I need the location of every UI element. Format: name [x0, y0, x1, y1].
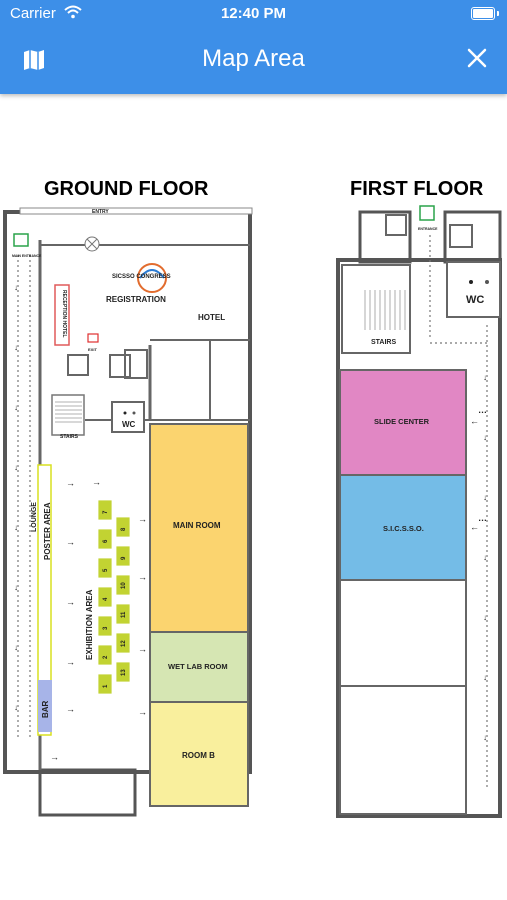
right-booth-label-9: 9: [121, 556, 127, 560]
left-booth-label-4: 4: [103, 597, 109, 601]
floor-plan-map[interactable]: ENTRY RECEPTION HOTEL EXIT STAIRS WC SIC…: [0, 200, 507, 825]
right-booth-label-8: 8: [121, 527, 127, 531]
ff-stairs-label: STAIRS: [371, 339, 396, 346]
room-b-label: ROOM B: [182, 751, 215, 760]
left-booth-1: [97, 673, 113, 695]
first-floor-title: FIRST FLOOR: [350, 178, 484, 200]
left-booth-label-5: 5: [103, 568, 109, 572]
first-floor-plan: ENTRANCE STAIRS WC SLIDE CENTER S.I.C.S.…: [336, 205, 502, 818]
svg-text:→: →: [66, 537, 75, 547]
svg-text:↓: ↓: [483, 673, 487, 682]
svg-text:↓: ↓: [14, 343, 18, 352]
booths-right: 8 9 10 11 12 13: [115, 516, 131, 683]
right-booth-8: [115, 516, 131, 538]
left-booth-label-7: 7: [103, 510, 109, 514]
right-booth-label-13: 13: [121, 669, 127, 676]
right-booth-label-11: 11: [121, 611, 127, 618]
svg-text:→: →: [138, 514, 147, 524]
entry-label: ENTRY: [92, 209, 109, 215]
svg-text:→: →: [66, 704, 75, 714]
svg-text:←: ←: [470, 522, 479, 532]
left-booth-7: [97, 499, 113, 521]
ff-wc-label: WC: [466, 294, 484, 306]
svg-text:→: →: [138, 644, 147, 654]
svg-text:→: →: [138, 572, 147, 582]
left-booth-5: [97, 557, 113, 579]
wet-lab-label: WET LAB ROOM: [168, 662, 228, 671]
battery-icon: [471, 7, 495, 20]
svg-text:←: ←: [470, 416, 479, 426]
poster-area-label: POSTER AREA: [43, 502, 52, 560]
hotel-label: HOTEL: [198, 313, 225, 322]
svg-text:→: →: [50, 752, 59, 762]
svg-text:→: →: [66, 597, 75, 607]
left-booth-label-3: 3: [103, 626, 109, 630]
wifi-icon: [64, 5, 82, 19]
close-icon[interactable]: [467, 48, 487, 68]
svg-text:…: …: [478, 513, 487, 523]
svg-text:↓: ↓: [14, 523, 18, 532]
svg-text:↓: ↓: [483, 433, 487, 442]
svg-text:↓: ↓: [483, 553, 487, 562]
wet-lab-room[interactable]: [149, 631, 249, 703]
right-booth-13: [115, 661, 131, 683]
exhibition-area-label: EXHIBITION AREA: [85, 589, 94, 660]
left-booth-4: [97, 586, 113, 608]
logo-text: SICSSO CONGRESS: [112, 274, 171, 280]
right-booth-9: [115, 545, 131, 567]
ground-floor-title: GROUND FLOOR: [44, 178, 209, 200]
left-booth-label-1: 1: [103, 684, 109, 688]
clock: 12:40 PM: [220, 5, 287, 22]
left-booth-6: [97, 528, 113, 550]
svg-text:↓: ↓: [14, 403, 18, 412]
left-booth-label-2: 2: [103, 655, 109, 659]
status-bar: Carrier 12:40 PM: [0, 0, 507, 28]
left-booth-label-6: 6: [103, 539, 109, 543]
right-booth-10: [115, 574, 131, 596]
left-booth-3: [97, 615, 113, 637]
slide-center-label: SLIDE CENTER: [374, 417, 430, 426]
main-room[interactable]: [149, 423, 249, 633]
gf-stairs-label: STAIRS: [60, 434, 79, 440]
svg-text:→: →: [66, 478, 75, 488]
room-b[interactable]: [149, 701, 249, 807]
sicsso-label: S.I.C.S.S.O.: [383, 524, 424, 533]
bar-label: BAR: [41, 700, 50, 718]
svg-text:↓: ↓: [483, 373, 487, 382]
svg-text:→: →: [92, 477, 101, 487]
ground-floor-plan: ENTRY RECEPTION HOTEL EXIT STAIRS WC SIC…: [3, 207, 253, 817]
svg-text:↓: ↓: [483, 613, 487, 622]
svg-text:→: →: [138, 707, 147, 717]
right-booth-11: [115, 603, 131, 625]
right-booth-label-10: 10: [121, 582, 127, 589]
page-title: Map Area: [202, 45, 305, 72]
registration-label: REGISTRATION: [106, 295, 166, 304]
svg-text:↓: ↓: [14, 643, 18, 652]
main-room-label: MAIN ROOM: [173, 521, 221, 530]
booths-left: 7 6 5 4 3 2 1: [97, 499, 113, 695]
lounge-label: LOUNGE: [31, 502, 38, 532]
map-icon[interactable]: [22, 48, 46, 72]
battery-tip: [497, 11, 499, 16]
right-booth-12: [115, 632, 131, 654]
main-entrance-label: MAIN ENTRANCE: [12, 254, 42, 258]
gf-wc-label: WC: [122, 420, 136, 429]
svg-text:↓: ↓: [14, 583, 18, 592]
nav-bar: Carrier 12:40 PM Map Area: [0, 0, 507, 94]
exit-label: EXIT: [88, 347, 97, 352]
carrier-label: Carrier: [10, 5, 56, 22]
left-booth-2: [97, 644, 113, 666]
reception-label: RECEPTION HOTEL: [61, 290, 67, 338]
sicsso-room[interactable]: [339, 474, 467, 581]
svg-text:↓: ↓: [483, 493, 487, 502]
right-booth-label-12: 12: [121, 640, 127, 647]
svg-text:↓: ↓: [14, 703, 18, 712]
svg-text:↓: ↓: [14, 283, 18, 292]
ff-entrance-label: ENTRANCE: [418, 227, 438, 231]
svg-text:…: …: [478, 405, 487, 415]
svg-text:↓: ↓: [14, 463, 18, 472]
svg-text:→: →: [66, 657, 75, 667]
svg-text:↓: ↓: [483, 733, 487, 742]
